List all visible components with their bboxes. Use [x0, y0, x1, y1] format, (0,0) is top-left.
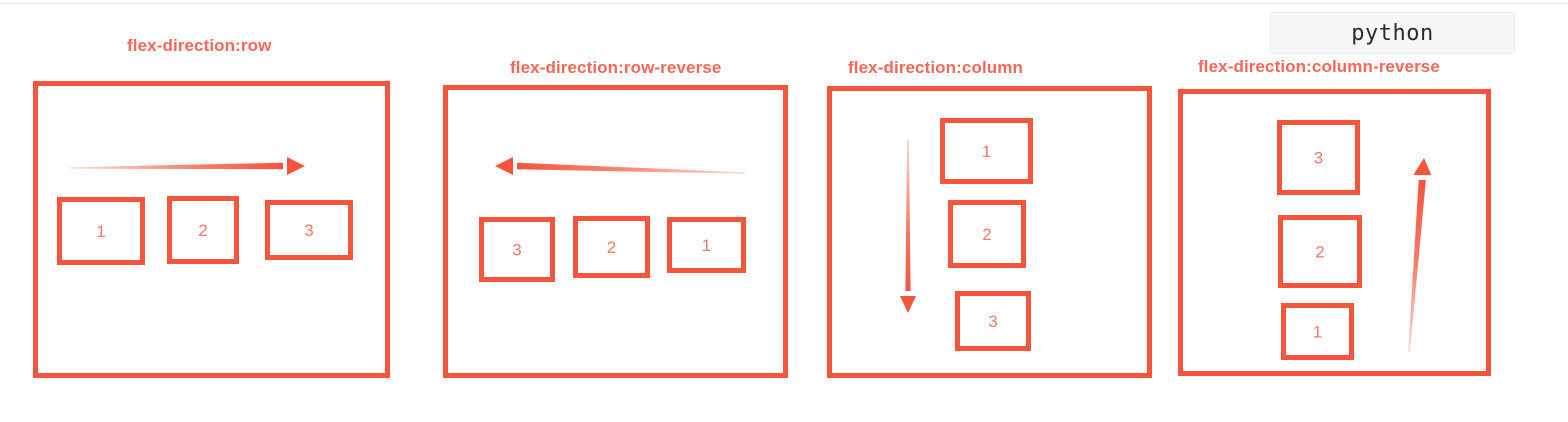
arrow-shaft: [70, 162, 283, 170]
flex-item-box: [57, 197, 145, 265]
flex-item-box: [167, 196, 239, 264]
flex-item[interactable]: 1: [57, 197, 145, 265]
arrow-shaft: [905, 140, 911, 291]
flex-item-label: 3: [304, 221, 313, 240]
flex-item[interactable]: 3: [955, 291, 1031, 351]
flex-item[interactable]: 2: [1278, 215, 1362, 288]
flex-item-box: [1277, 120, 1360, 195]
flex-container-frame: [33, 81, 390, 378]
flex-item-box: [479, 217, 555, 282]
flex-item[interactable]: 2: [948, 200, 1026, 268]
top-divider-rule: [0, 3, 1568, 4]
flex-item[interactable]: 3: [1277, 120, 1360, 195]
arrow-shaft: [517, 162, 745, 174]
flex-item-box: [1281, 303, 1354, 360]
flex-item-box: [955, 291, 1031, 351]
arrow-up: [1408, 158, 1432, 352]
panel-caption-column: flex-direction:column: [848, 58, 1023, 77]
flex-item-label: 2: [1315, 243, 1324, 262]
flex-item[interactable]: 2: [167, 196, 239, 264]
panel-caption-row: flex-direction:row: [127, 36, 272, 55]
arrow-head: [900, 296, 916, 313]
arrow-head: [287, 157, 305, 175]
flex-item-label: 3: [1314, 149, 1323, 168]
flex-item[interactable]: 2: [573, 216, 650, 278]
flex-item-label: 2: [982, 225, 991, 244]
flex-panel-3: 3 2 1: [1178, 89, 1491, 376]
flex-item[interactable]: 3: [265, 200, 353, 260]
flex-container-frame: [1178, 89, 1491, 376]
panel-caption-column-reverse: flex-direction:column-reverse: [1198, 57, 1440, 76]
flex-item[interactable]: 3: [479, 217, 555, 282]
flex-panel-2: 1 2 3: [827, 86, 1152, 378]
flex-item[interactable]: 1: [940, 118, 1033, 184]
flex-container-frame: [827, 86, 1152, 378]
python-language-chip[interactable]: python: [1270, 12, 1515, 54]
flex-item-label: 1: [982, 142, 991, 161]
flex-container-frame: [443, 85, 788, 378]
flex-item[interactable]: 1: [667, 217, 746, 273]
flex-item-label: 2: [607, 238, 616, 257]
flex-item-label: 2: [198, 221, 207, 240]
arrow-left: [495, 157, 745, 175]
flex-item-label: 1: [96, 222, 105, 241]
arrow-down: [900, 140, 916, 313]
flex-panel-1: 3 2 1: [443, 85, 788, 378]
flex-item-box: [940, 118, 1033, 184]
arrow-head: [495, 157, 513, 175]
flex-item-box: [1278, 215, 1362, 288]
flex-item-label: 3: [512, 241, 521, 260]
flex-item-label: 1: [1313, 323, 1322, 342]
flex-item-box: [667, 217, 746, 273]
flex-item[interactable]: 1: [1281, 303, 1354, 360]
flex-panel-0: 1 2 3: [33, 81, 390, 378]
flex-item-box: [948, 200, 1026, 268]
arrow-right: [70, 157, 305, 175]
flex-item-box: [265, 200, 353, 260]
flex-item-box: [573, 216, 650, 278]
panel-caption-row-reverse: flex-direction:row-reverse: [510, 58, 722, 77]
arrow-head: [1413, 158, 1432, 175]
flex-item-label: 1: [702, 236, 711, 255]
flex-item-label: 3: [988, 312, 997, 331]
arrow-shaft: [1408, 180, 1426, 352]
python-chip-label: python: [1351, 20, 1434, 46]
